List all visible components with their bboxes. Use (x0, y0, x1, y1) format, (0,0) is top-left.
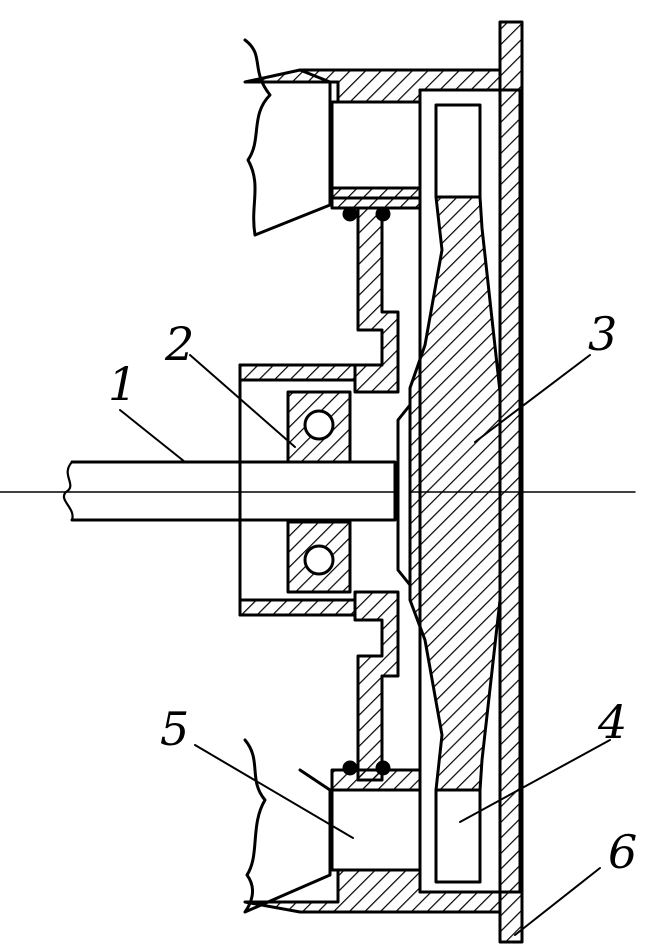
leader-1 (119, 409, 186, 463)
weld-upper-2 (375, 206, 391, 222)
bearing-ball-lower (303, 544, 335, 576)
label-5: 5 (160, 702, 189, 756)
weld-lower-1 (342, 760, 358, 776)
weld-upper-1 (342, 206, 358, 222)
support-bracket-lower (353, 590, 400, 782)
leader-3 (474, 354, 591, 443)
magnet-lower (434, 788, 482, 884)
label-2: 2 (164, 317, 194, 371)
label-1: 1 (108, 357, 137, 411)
pad-lower (330, 788, 422, 872)
leader-6 (514, 867, 601, 936)
support-bracket-upper (353, 206, 400, 394)
label-4: 4 (597, 695, 627, 749)
housing-upper (243, 68, 502, 104)
bearing-ball-upper (303, 409, 335, 441)
hub-boss (396, 403, 412, 587)
bearing-housing-lower (238, 598, 357, 617)
label-6: 6 (608, 825, 637, 879)
shaft (70, 460, 397, 522)
leader-4 (459, 739, 611, 823)
rotor-disc (408, 195, 502, 792)
leader-5 (194, 744, 354, 839)
carrier-break-upper (243, 38, 332, 237)
pad-upper (330, 100, 422, 200)
magnet-upper (434, 103, 482, 199)
carrier-break-lower (243, 738, 332, 914)
bearing-housing (238, 363, 357, 382)
leader-2 (189, 354, 296, 448)
label-3: 3 (588, 307, 617, 361)
weld-lower-2 (375, 760, 391, 776)
shaft-break (63, 460, 74, 522)
pad-upper-base (330, 186, 422, 210)
